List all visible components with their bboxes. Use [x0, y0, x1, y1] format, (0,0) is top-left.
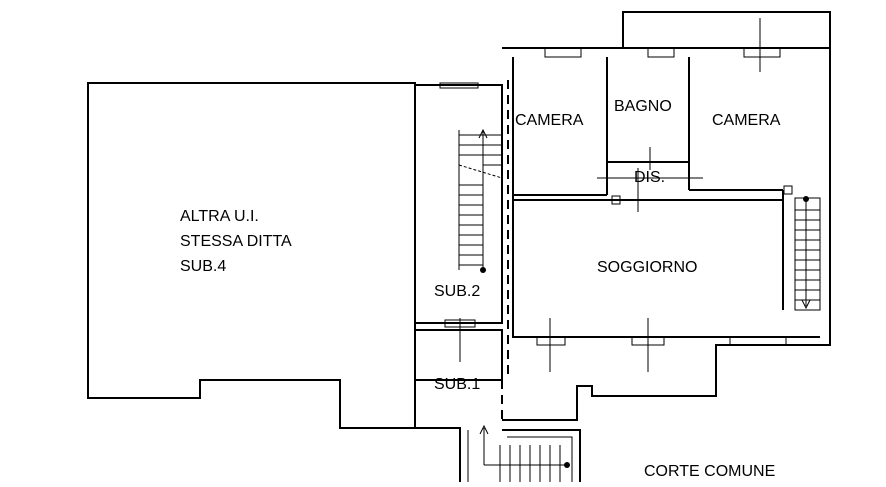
stair-sub2-cut	[458, 164, 503, 179]
stair-sub2-dot	[480, 267, 486, 273]
lower-wall-right	[502, 429, 581, 482]
stair-lower-arrow	[479, 424, 489, 465]
stair-right-dot	[803, 196, 809, 202]
label-bagno: BAGNO	[614, 98, 672, 115]
label-altra-ui-line2: STESSA DITTA	[180, 233, 292, 250]
label-altra-ui-line3: SUB.4	[180, 258, 227, 275]
sub2-outline	[414, 84, 503, 324]
label-dis: DIS.	[634, 169, 666, 186]
stair-lower-dot	[564, 462, 570, 468]
label-soggiorno: SOGGIORNO	[597, 259, 698, 276]
window-bottom-1	[536, 336, 566, 346]
stair-right-arrow	[801, 200, 811, 310]
sub2-top-window	[439, 82, 479, 89]
apartment-outer-wall-inner	[512, 57, 820, 338]
stair-sub2-treads-lower	[459, 184, 483, 266]
pillar-1	[611, 195, 621, 205]
window-top-1	[544, 47, 582, 58]
window-top-3	[743, 47, 781, 58]
stair-lower-treads	[499, 445, 561, 482]
label-sub2: SUB.2	[434, 283, 481, 300]
apartment-outer-wall	[502, 47, 831, 421]
stair-right-treads	[795, 209, 820, 301]
lower-wall-right-inner	[507, 436, 573, 482]
label-camera-right: CAMERA	[712, 112, 781, 129]
lower-wall-left	[340, 427, 461, 482]
stair-sub2-treads-upper	[459, 134, 502, 166]
sub1-outline	[414, 329, 503, 381]
pillar-2	[783, 185, 793, 195]
label-sub1: SUB.1	[434, 376, 481, 393]
balcony-top	[622, 11, 831, 48]
label-corte-comune: CORTE COMUNE	[644, 463, 776, 480]
stair-right-outline	[794, 197, 821, 311]
label-camera-left: CAMERA	[515, 112, 584, 129]
altra-ui-outline	[87, 82, 416, 429]
label-altra-ui-line1: ALTRA U.I.	[180, 208, 259, 225]
stair-sub2-arrow	[478, 128, 488, 270]
window-top-2	[647, 47, 675, 58]
window-bottom-3	[729, 336, 787, 346]
